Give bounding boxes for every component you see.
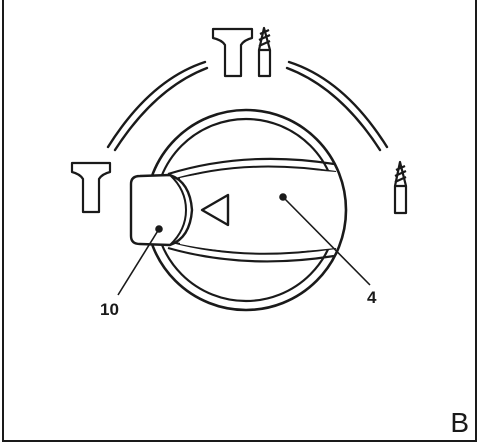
hammer-left-icon: [70, 161, 112, 214]
arc-right: [287, 60, 389, 149]
dial-grip-upper: [167, 157, 335, 176]
figure-letter: B: [450, 407, 469, 438]
figure-frame: [2, 0, 477, 442]
leader-line-10: [117, 228, 160, 296]
direction-arrow-icon: [200, 193, 230, 227]
callout-label-4: 4: [367, 288, 377, 307]
arc-left: [106, 60, 207, 149]
drill-bit-right-icon: [393, 160, 408, 215]
lock-button: [129, 173, 194, 247]
drill-bit-top-icon: [257, 26, 272, 78]
dial-grip-lower: [167, 246, 335, 263]
selector-dial: [144, 108, 348, 312]
leader-line-4: [282, 196, 371, 286]
arc-left-inner: [113, 66, 209, 152]
arc-right-inner: [285, 66, 382, 152]
callout-label-10: 10: [100, 300, 119, 319]
hammer-icon: [211, 27, 254, 78]
